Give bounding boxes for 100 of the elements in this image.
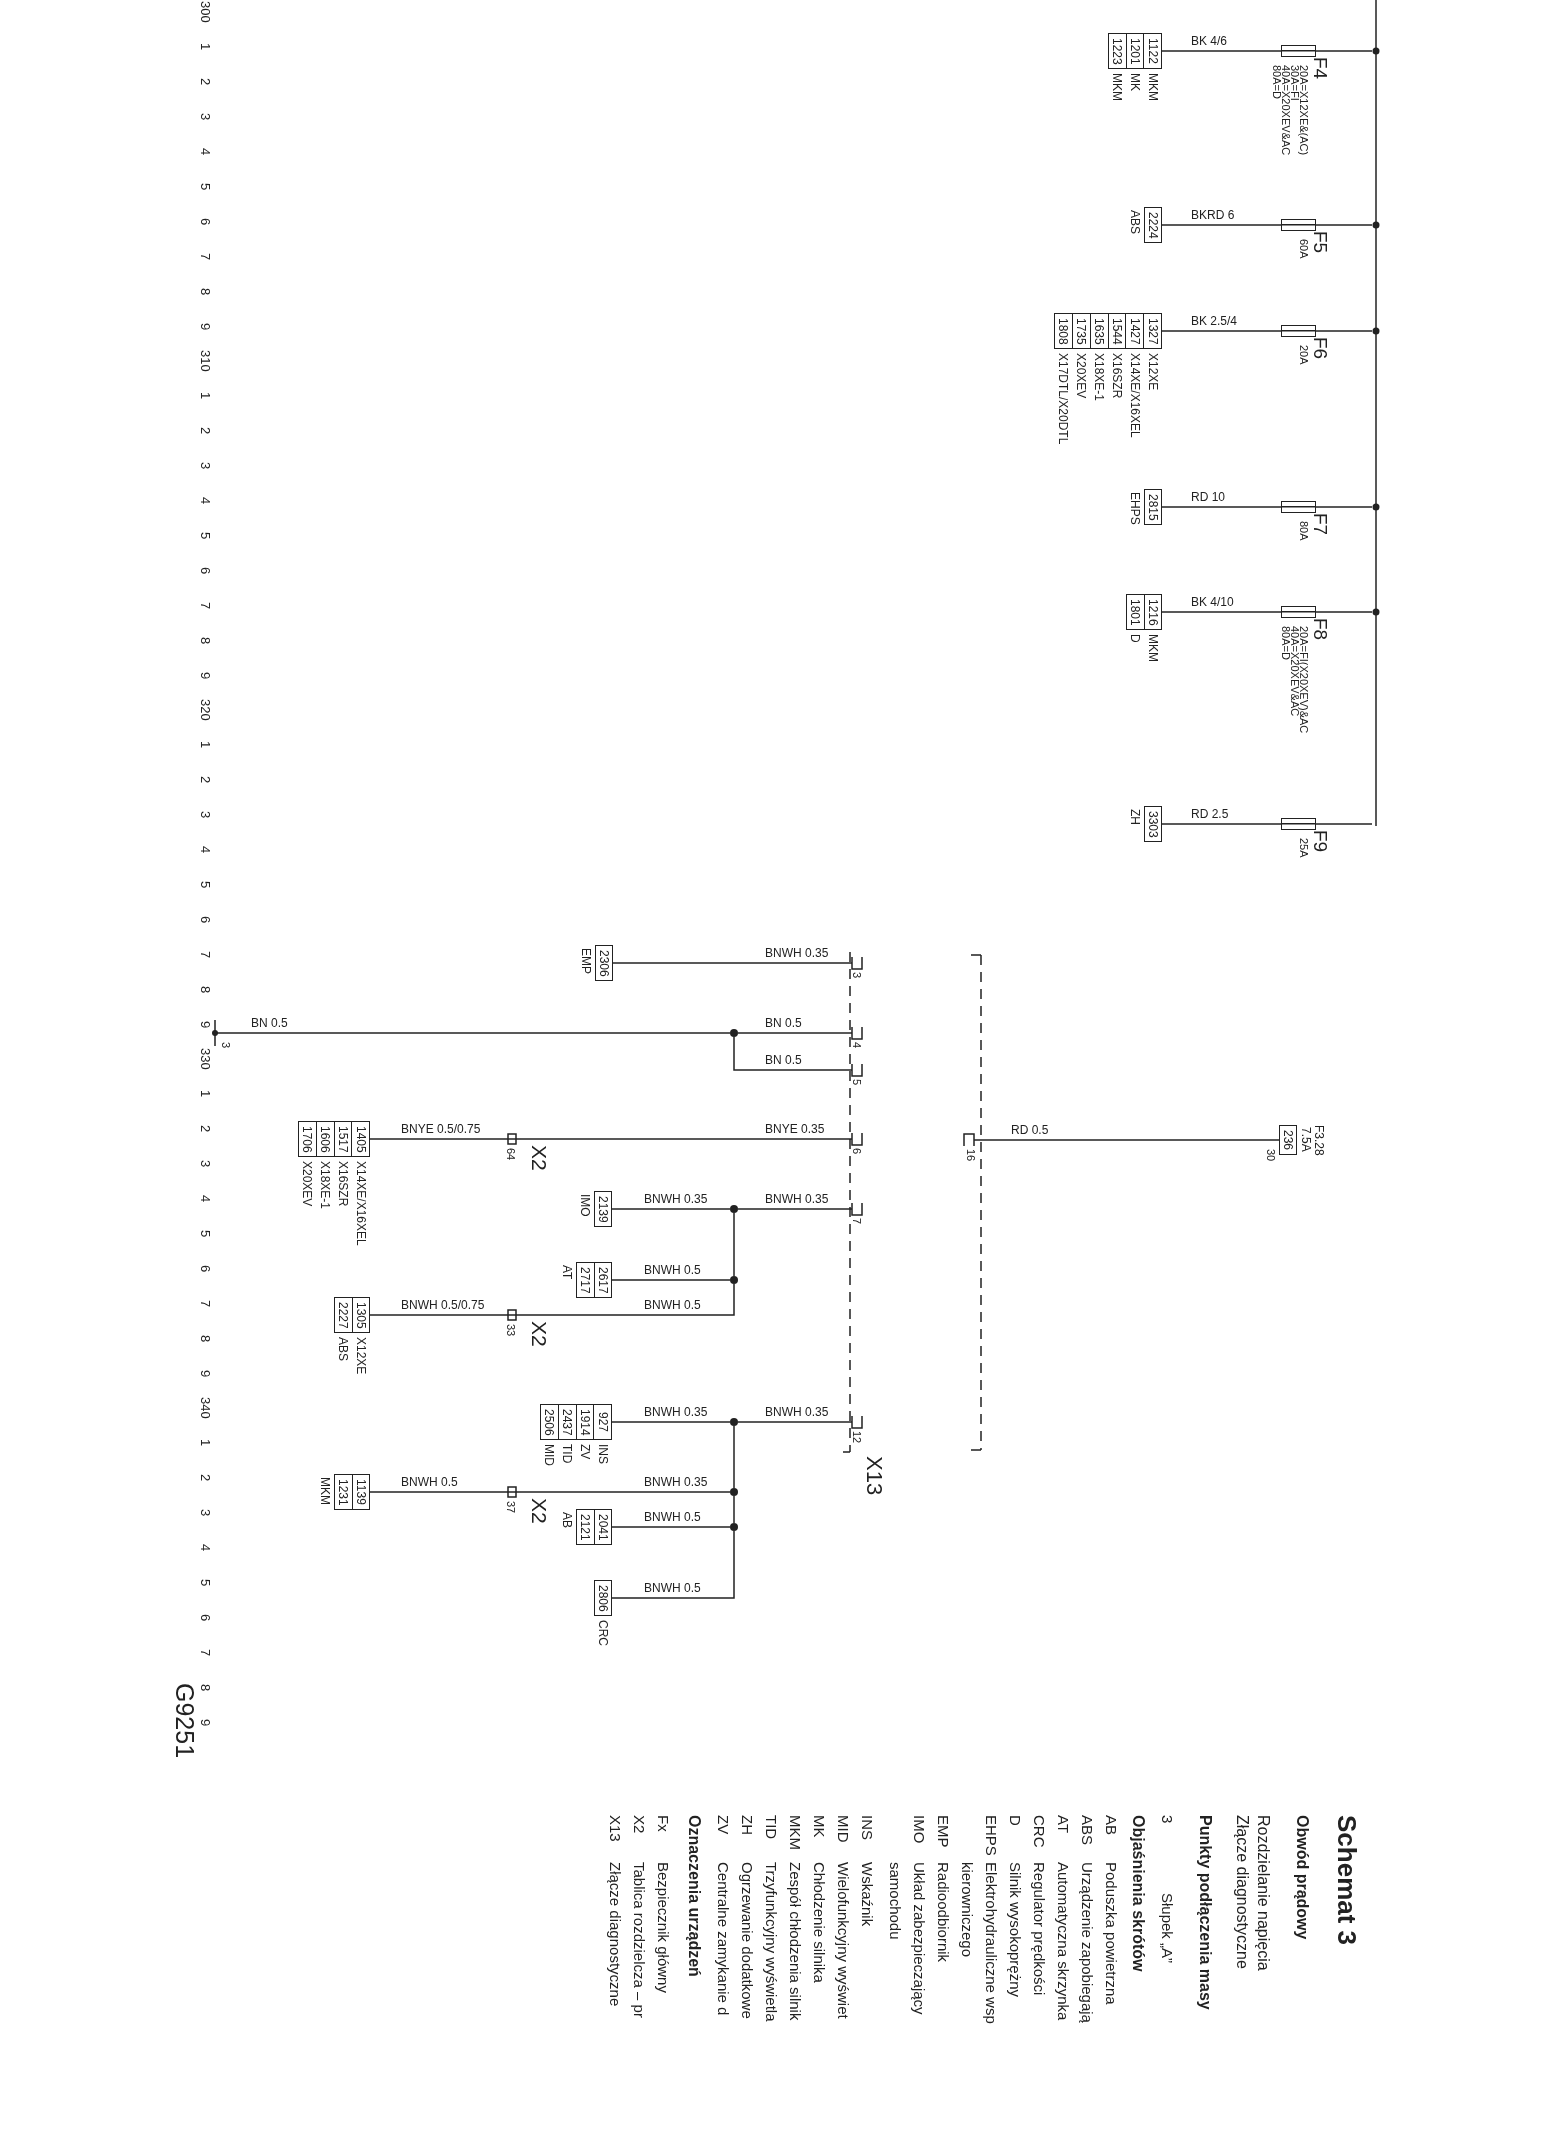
legend-text: Rozdzielanie napięcia [1255,1815,1271,1971]
fuse-rating: 30A=FI [1289,65,1300,101]
wire [733,1425,735,1489]
abbreviation-description: Układ zabezpieczający [912,1862,927,2015]
abbreviation-description: kierowniczego [960,1862,975,1958]
wire [1161,50,1282,52]
wire-label: BNWH 0.5/0.75 [400,1298,486,1312]
wire-label: BNWH 0.35 [764,1405,830,1419]
wire [520,1491,731,1493]
drawing-number: G9251 [172,1683,197,1759]
wire-label: BK 2.5/4 [1190,314,1239,328]
grid-reference-number: 4 [199,1195,212,1203]
fuse-label: F8 [1311,618,1330,641]
grid-reference-number: 4 [199,148,212,156]
terminal-number: 2139 [595,1194,611,1225]
fuse-rating: 80A=D [1280,626,1291,660]
component-code: MKM [1147,73,1159,101]
grid-reference-number: 6 [199,566,212,575]
grid-reference-number: 340 [199,1397,212,1419]
wire-label: BNYE 0.35 [764,1122,826,1136]
grid-reference-number: 4 [199,846,212,854]
abbreviation: IMO [912,1815,927,1844]
terminal-number: 1735 [1071,314,1090,348]
wire-label: BNWH 0.35 [764,946,830,960]
wire [737,1032,849,1034]
fuse-rating: 80A [1298,521,1309,541]
wire [1315,224,1373,226]
abbreviation: ZV [716,1815,731,1835]
junction-dot [730,1276,738,1284]
wire-label: BNWH 0.35 [643,1475,709,1489]
component-code: TID [561,1444,573,1464]
terminal-number: 2437 [557,1405,576,1439]
terminal-number: 2717 [577,1265,594,1296]
grid-reference-number: 6 [199,1264,212,1273]
terminal-number: 2617 [593,1263,611,1297]
grid-reference-number: 5 [199,531,212,540]
wire [229,1032,731,1034]
wire-label: RD 0.5 [1010,1123,1050,1137]
terminal-number: 1231 [335,1477,352,1508]
grid-reference-number: 320 [199,699,212,721]
component-code: MID [543,1444,555,1466]
section-heading: Objaśnienia skrótów [1130,1815,1146,1972]
fuse-label: F9 [1311,830,1330,853]
wire-label: BN 0.5 [250,1016,289,1030]
component-code: ZV [579,1444,591,1460]
connector-label: X2 [529,1321,550,1347]
component-code: IMO [579,1194,591,1217]
component-code: X16SZR [1111,353,1123,399]
abbreviation: MK [812,1815,827,1838]
wire-label: BNYE 0.5/0.75 [400,1122,482,1136]
grid-reference-number: 2 [199,1125,212,1133]
wire [369,1138,504,1140]
wire [733,1036,849,1071]
grid-reference-number: 5 [199,1229,212,1238]
wire [1315,506,1373,508]
terminal-number: 1223 [1109,36,1126,67]
fuse-rating: 60A [1298,239,1309,259]
wire [1161,823,1282,825]
grid-reference-number: 4 [199,497,212,505]
terminal-number: 1808 [1055,316,1072,347]
fuse-label: F3.28 [1313,1125,1325,1156]
abbreviation-description: Elektrohydrauliczne wsp [984,1862,999,2024]
terminal-number: 1427 [1125,314,1144,348]
grid-reference-number: 310 [199,350,212,372]
junction-dot [730,1205,738,1213]
grid-reference-number: 8 [199,636,212,644]
wire [733,1495,735,1524]
wire-label: BNWH 0.5 [400,1475,459,1489]
component-code: X18XE-1 [319,1161,331,1210]
fuse-label: F4 [1311,57,1330,80]
grid-reference-number: 7 [199,950,212,958]
abbreviation: AB [1104,1815,1119,1835]
component-code: X16SZR [337,1161,349,1207]
terminal-number: 30 [1265,1149,1276,1162]
grid-reference-number: 3 [199,811,212,819]
terminal-number: 2227 [335,1300,352,1331]
junction-dot [730,1488,738,1496]
terminal-number: 1405 [351,1122,369,1156]
grid-reference-number: 1 [199,1439,212,1447]
junction-dot [730,1029,738,1037]
pin-number: 7 [851,1218,862,1225]
grid-reference-number: 300 [199,1,212,23]
grid-reference-number: 2 [199,427,212,435]
abbreviation: ZH [740,1815,755,1835]
wire [1315,330,1373,332]
component-code: X20XEV [1075,353,1087,399]
wire [369,1491,504,1493]
wire-label: BN 0.5 [764,1016,803,1030]
fuse-rating: 80A=D [1271,65,1282,99]
fuse-label: F7 [1311,513,1330,536]
grid-reference-number: 9 [199,671,212,679]
abbreviation-description: Chłodzenie silnika [812,1862,827,1983]
wire-label: BNWH 0.5 [643,1510,702,1524]
pin-number: 64 [505,1148,516,1161]
section-heading: Punkty podłączenia masy [1197,1815,1213,2010]
pin-number: 12 [851,1431,862,1444]
grid-reference-number: 2 [199,78,212,86]
abbreviation-description: Bezpiecznik główny [656,1862,671,1993]
wire [737,1208,849,1210]
abbreviation-description: Centralne zamykanie d [716,1862,731,2016]
